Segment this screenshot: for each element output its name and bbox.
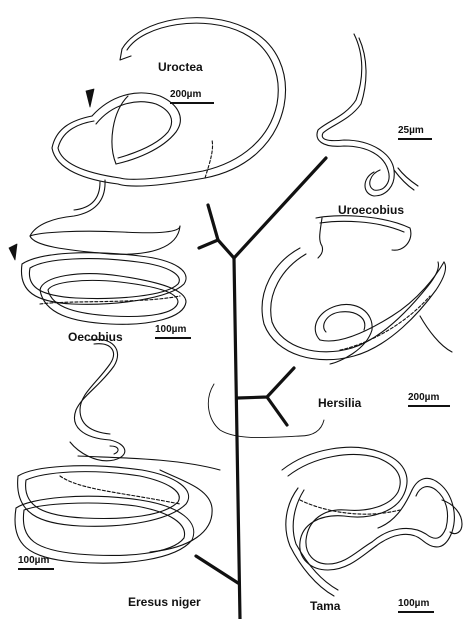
uroecobius-spermatheca-drawing xyxy=(317,34,418,196)
scale-bar-oecobius-label: 100µm xyxy=(155,324,186,335)
scale-bar-eresus-line xyxy=(18,568,54,570)
scale-bar-uroecobius-line xyxy=(398,138,432,140)
oecobius-spermatheca-drawing xyxy=(21,180,186,324)
tree-branch-oecobius xyxy=(199,240,218,248)
eresus-spermatheca-drawing xyxy=(15,339,220,563)
scale-bar-uroecobius-label: 25µm xyxy=(398,125,424,136)
tree-branch-eresus xyxy=(196,556,238,583)
scale-bar-eresus-label: 100µm xyxy=(18,555,49,566)
taxon-label-eresus: Eresus niger xyxy=(128,595,201,609)
tree-trunk xyxy=(234,258,240,619)
taxon-label-tama: Tama xyxy=(310,599,340,613)
oecobius-arrowhead xyxy=(9,244,17,260)
scale-bar-hersilia-line xyxy=(408,405,450,407)
taxon-label-uroecobius: Uroecobius xyxy=(338,203,404,217)
eresus-hersilia-strand xyxy=(208,384,324,438)
taxon-label-hersilia: Hersilia xyxy=(318,396,361,410)
scale-bar-uroctea-label: 200µm xyxy=(170,89,201,100)
scale-bar-oecobius-line xyxy=(155,337,191,339)
tree-branch-uroecobius xyxy=(234,158,326,258)
taxon-label-uroctea: Uroctea xyxy=(158,60,203,74)
tree-branch-hersilia-clade xyxy=(238,368,294,398)
scale-bar-tama-label: 100µm xyxy=(398,598,429,609)
scale-bar-tama: 100µm xyxy=(398,598,434,613)
scale-bar-eresus: 100µm xyxy=(18,555,54,570)
scale-bar-oecobius: 100µm xyxy=(155,324,191,339)
scale-bar-uroecobius: 25µm xyxy=(398,125,432,140)
tree-branch-hersilia xyxy=(267,397,287,425)
hersilia-spermatheca-drawing xyxy=(262,216,452,364)
scale-bar-hersilia: 200µm xyxy=(408,392,450,407)
scale-bar-uroctea: 200µm xyxy=(170,89,214,104)
uroctea-spermatheca-drawing xyxy=(52,18,285,186)
tama-spermatheca-drawing xyxy=(282,447,462,596)
scale-bar-tama-line xyxy=(398,611,434,613)
tree-branch-oecobius-clade xyxy=(208,205,234,258)
scale-bar-hersilia-label: 200µm xyxy=(408,392,439,403)
uroctea-arrowhead xyxy=(86,89,94,107)
taxon-label-oecobius: Oecobius xyxy=(68,330,123,344)
scale-bar-uroctea-line xyxy=(170,102,214,104)
